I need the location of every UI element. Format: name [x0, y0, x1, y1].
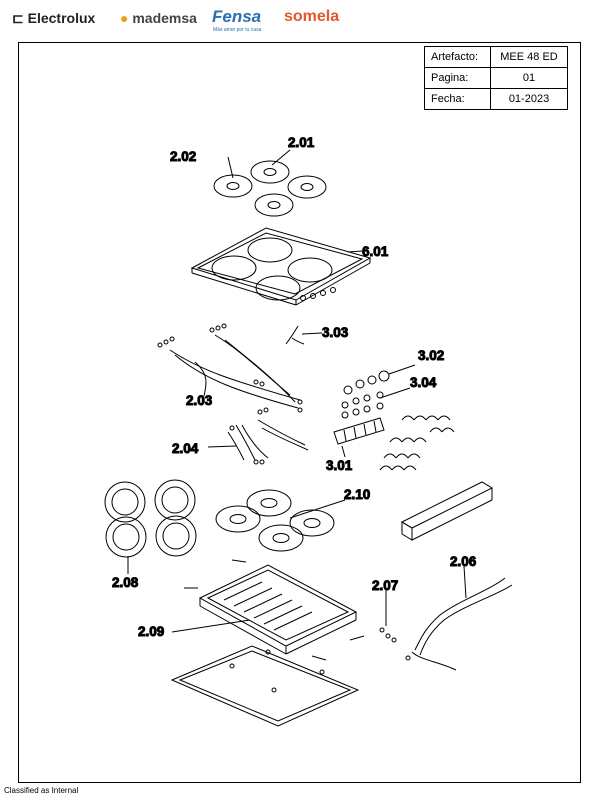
part-label-2-04: 2.04: [172, 441, 199, 456]
part-label-2-10: 2.10: [344, 487, 370, 502]
info-key: Pagina:: [424, 67, 491, 89]
clip-group-icon: [379, 415, 455, 471]
info-value: 01-2023: [490, 88, 568, 110]
info-row: Fecha: 01-2023: [424, 88, 568, 110]
info-key: Fecha:: [424, 88, 491, 110]
mademsa-icon: ●: [120, 10, 133, 26]
rail-icon: [400, 481, 494, 541]
classification-footer: Classified as Internal: [4, 786, 79, 795]
part-label-2-07: 2.07: [372, 578, 398, 593]
base-tray-icon: [171, 559, 365, 655]
info-table: Artefacto: MEE 48 ED Pagina: 01 Fecha: 0…: [424, 46, 568, 110]
wire-harness-small-icon: [207, 407, 309, 465]
electrolux-logo: ⊏ Electrolux: [12, 10, 96, 26]
somela-logo: somela: [284, 8, 340, 25]
wire-harness-icon: [157, 323, 303, 413]
part-label-2-08: 2.08: [112, 575, 139, 590]
part-label-3-04: 3.04: [410, 375, 437, 390]
part-label-2-09: 2.09: [138, 624, 164, 639]
electrolux-icon: ⊏: [12, 10, 28, 26]
power-cable-icon: [379, 565, 513, 671]
info-key: Artefacto:: [424, 46, 491, 68]
part-label-3-01: 3.01: [326, 458, 353, 473]
part-label-3-02: 3.02: [418, 348, 444, 363]
brand-bar: ⊏ Electrolux ● mademsa Fensa Más amor po…: [8, 7, 592, 34]
cooktop-top-icon: [190, 227, 372, 306]
info-row: Artefacto: MEE 48 ED: [424, 46, 568, 68]
switch-block-icon: [333, 417, 385, 458]
part-label-2-06: 2.06: [450, 554, 477, 569]
part-label-2-02: 2.02: [170, 149, 196, 164]
mademsa-logo: ● mademsa: [120, 10, 197, 26]
info-value: MEE 48 ED: [490, 46, 568, 68]
part-label-3-03: 3.03: [322, 325, 349, 340]
wire-icon: [285, 325, 305, 345]
fensa-logo: Fensa: [212, 7, 262, 26]
hotplate-assembly-icon: [215, 489, 346, 552]
fensa-tagline: Más amor por tu casa: [213, 27, 262, 33]
drawing-frame: [18, 42, 581, 783]
bottom-frame-icon: [170, 645, 360, 727]
info-row: Pagina: 01: [424, 67, 568, 89]
ring-group-icon: [104, 479, 197, 574]
hotplate-group-icon: [213, 149, 327, 217]
part-label-2-01: 2.01: [288, 135, 315, 150]
part-label-6-01: 6.01: [362, 244, 389, 259]
part-label-2-03: 2.03: [186, 393, 213, 408]
knob-group-icon: [341, 364, 416, 419]
